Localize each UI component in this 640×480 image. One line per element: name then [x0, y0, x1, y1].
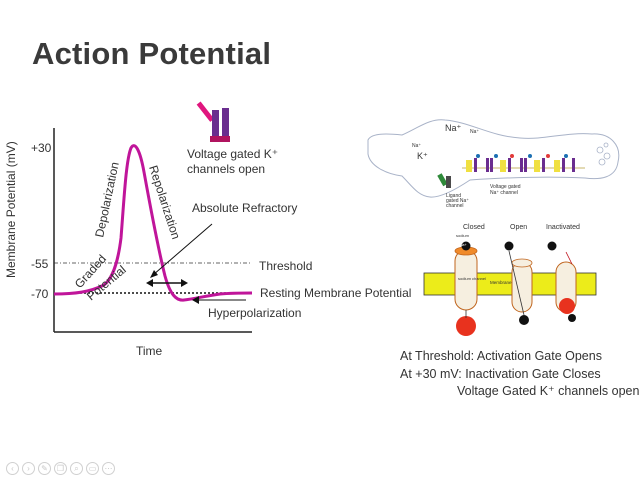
sodium-channel-label-1: sodium channel: [458, 276, 486, 281]
tick-plus30: +30: [31, 141, 52, 155]
neuron-outline: [367, 119, 620, 198]
more-icon[interactable]: ⋯: [102, 462, 115, 475]
action-potential-graph: +30 -55 -70 Membrane Potential (mV) Time…: [4, 101, 411, 358]
tick-minus55: -55: [31, 257, 49, 271]
refractory-arrowhead-right: [181, 279, 188, 287]
slideshow-controls: ‹ › ✎ ❐ ⌕ ▭ ⋯: [6, 462, 115, 476]
inactivated-channel: [547, 241, 577, 322]
threshold-label: Threshold: [259, 259, 312, 273]
y-axis-label: Membrane Potential (mV): [4, 141, 18, 278]
absolute-refractory-pointer: [152, 223, 213, 276]
vg-label-2: Na⁺ channel: [490, 190, 518, 196]
closed-label: Closed: [463, 224, 485, 231]
absolute-refractory-pointer-head: [150, 270, 158, 278]
closed-channel: [454, 241, 478, 336]
k-channel-label-line2: channels open: [187, 162, 265, 176]
next-icon[interactable]: ›: [22, 462, 35, 475]
na-label: Na⁺: [445, 123, 462, 133]
channel-states-diagram: Closed Open Inactivated Membrane sodium …: [423, 224, 597, 336]
prev-icon[interactable]: ‹: [6, 462, 19, 475]
na-small-label: Na⁺: [470, 129, 479, 135]
open-label: Open: [510, 224, 527, 231]
open-channel: [504, 241, 533, 325]
depolarization-label: Depolarization: [92, 161, 122, 239]
resting-potential-label: Resting Membrane Potential: [260, 286, 411, 300]
k-label: K⁺: [417, 151, 428, 161]
note-k-channels-open: Voltage Gated K⁺ channels open: [457, 384, 640, 398]
k-channel-icon: [196, 101, 230, 142]
membrane-potential-curve: [53, 144, 253, 302]
na-ball-label: Na+: [460, 243, 467, 247]
screen-icon[interactable]: ▭: [86, 462, 99, 475]
na-small-label-2: Na⁺: [412, 143, 421, 149]
slide-title: Action Potential: [32, 36, 272, 71]
ligand-gated-channel-icon: [437, 173, 451, 188]
hyperpolarization-label: Hyperpolarization: [208, 306, 301, 320]
membrane-label: Membrane: [490, 280, 512, 285]
tick-minus70: -70: [31, 287, 49, 301]
inactivated-label: Inactivated: [546, 224, 580, 231]
sodium-label-1: sodium: [456, 233, 470, 238]
copy-icon[interactable]: ❐: [54, 462, 67, 475]
vesicle-icons: [596, 142, 611, 166]
x-axis-label: Time: [136, 344, 163, 358]
zoom-icon[interactable]: ⌕: [70, 462, 83, 475]
neuron-diagram: Na⁺ Na⁺ Na⁺ K⁺ Ligand gated Na⁺ channel …: [367, 119, 620, 209]
note-activation-gate: At Threshold: Activation Gate Opens: [400, 349, 602, 363]
ligand-label-2: gated Na⁺: [446, 198, 469, 204]
ligand-label-3: channel: [446, 203, 464, 209]
ligand-label-1: Ligand: [446, 193, 461, 199]
note-inactivation-gate: At +30 mV: Inactivation Gate Closes: [400, 367, 601, 381]
hyperpolarization-pointer-head: [192, 296, 199, 304]
k-channel-label-line1: Voltage gated K⁺: [187, 147, 278, 161]
refractory-arrowhead-left: [146, 279, 153, 287]
repolarization-label: Repolarization: [146, 164, 183, 241]
vg-label-1: Voltage gated: [490, 184, 521, 190]
pen-icon[interactable]: ✎: [38, 462, 51, 475]
voltage-gated-channel-icons: [466, 154, 575, 172]
absolute-refractory-label: Absolute Refractory: [192, 201, 297, 215]
